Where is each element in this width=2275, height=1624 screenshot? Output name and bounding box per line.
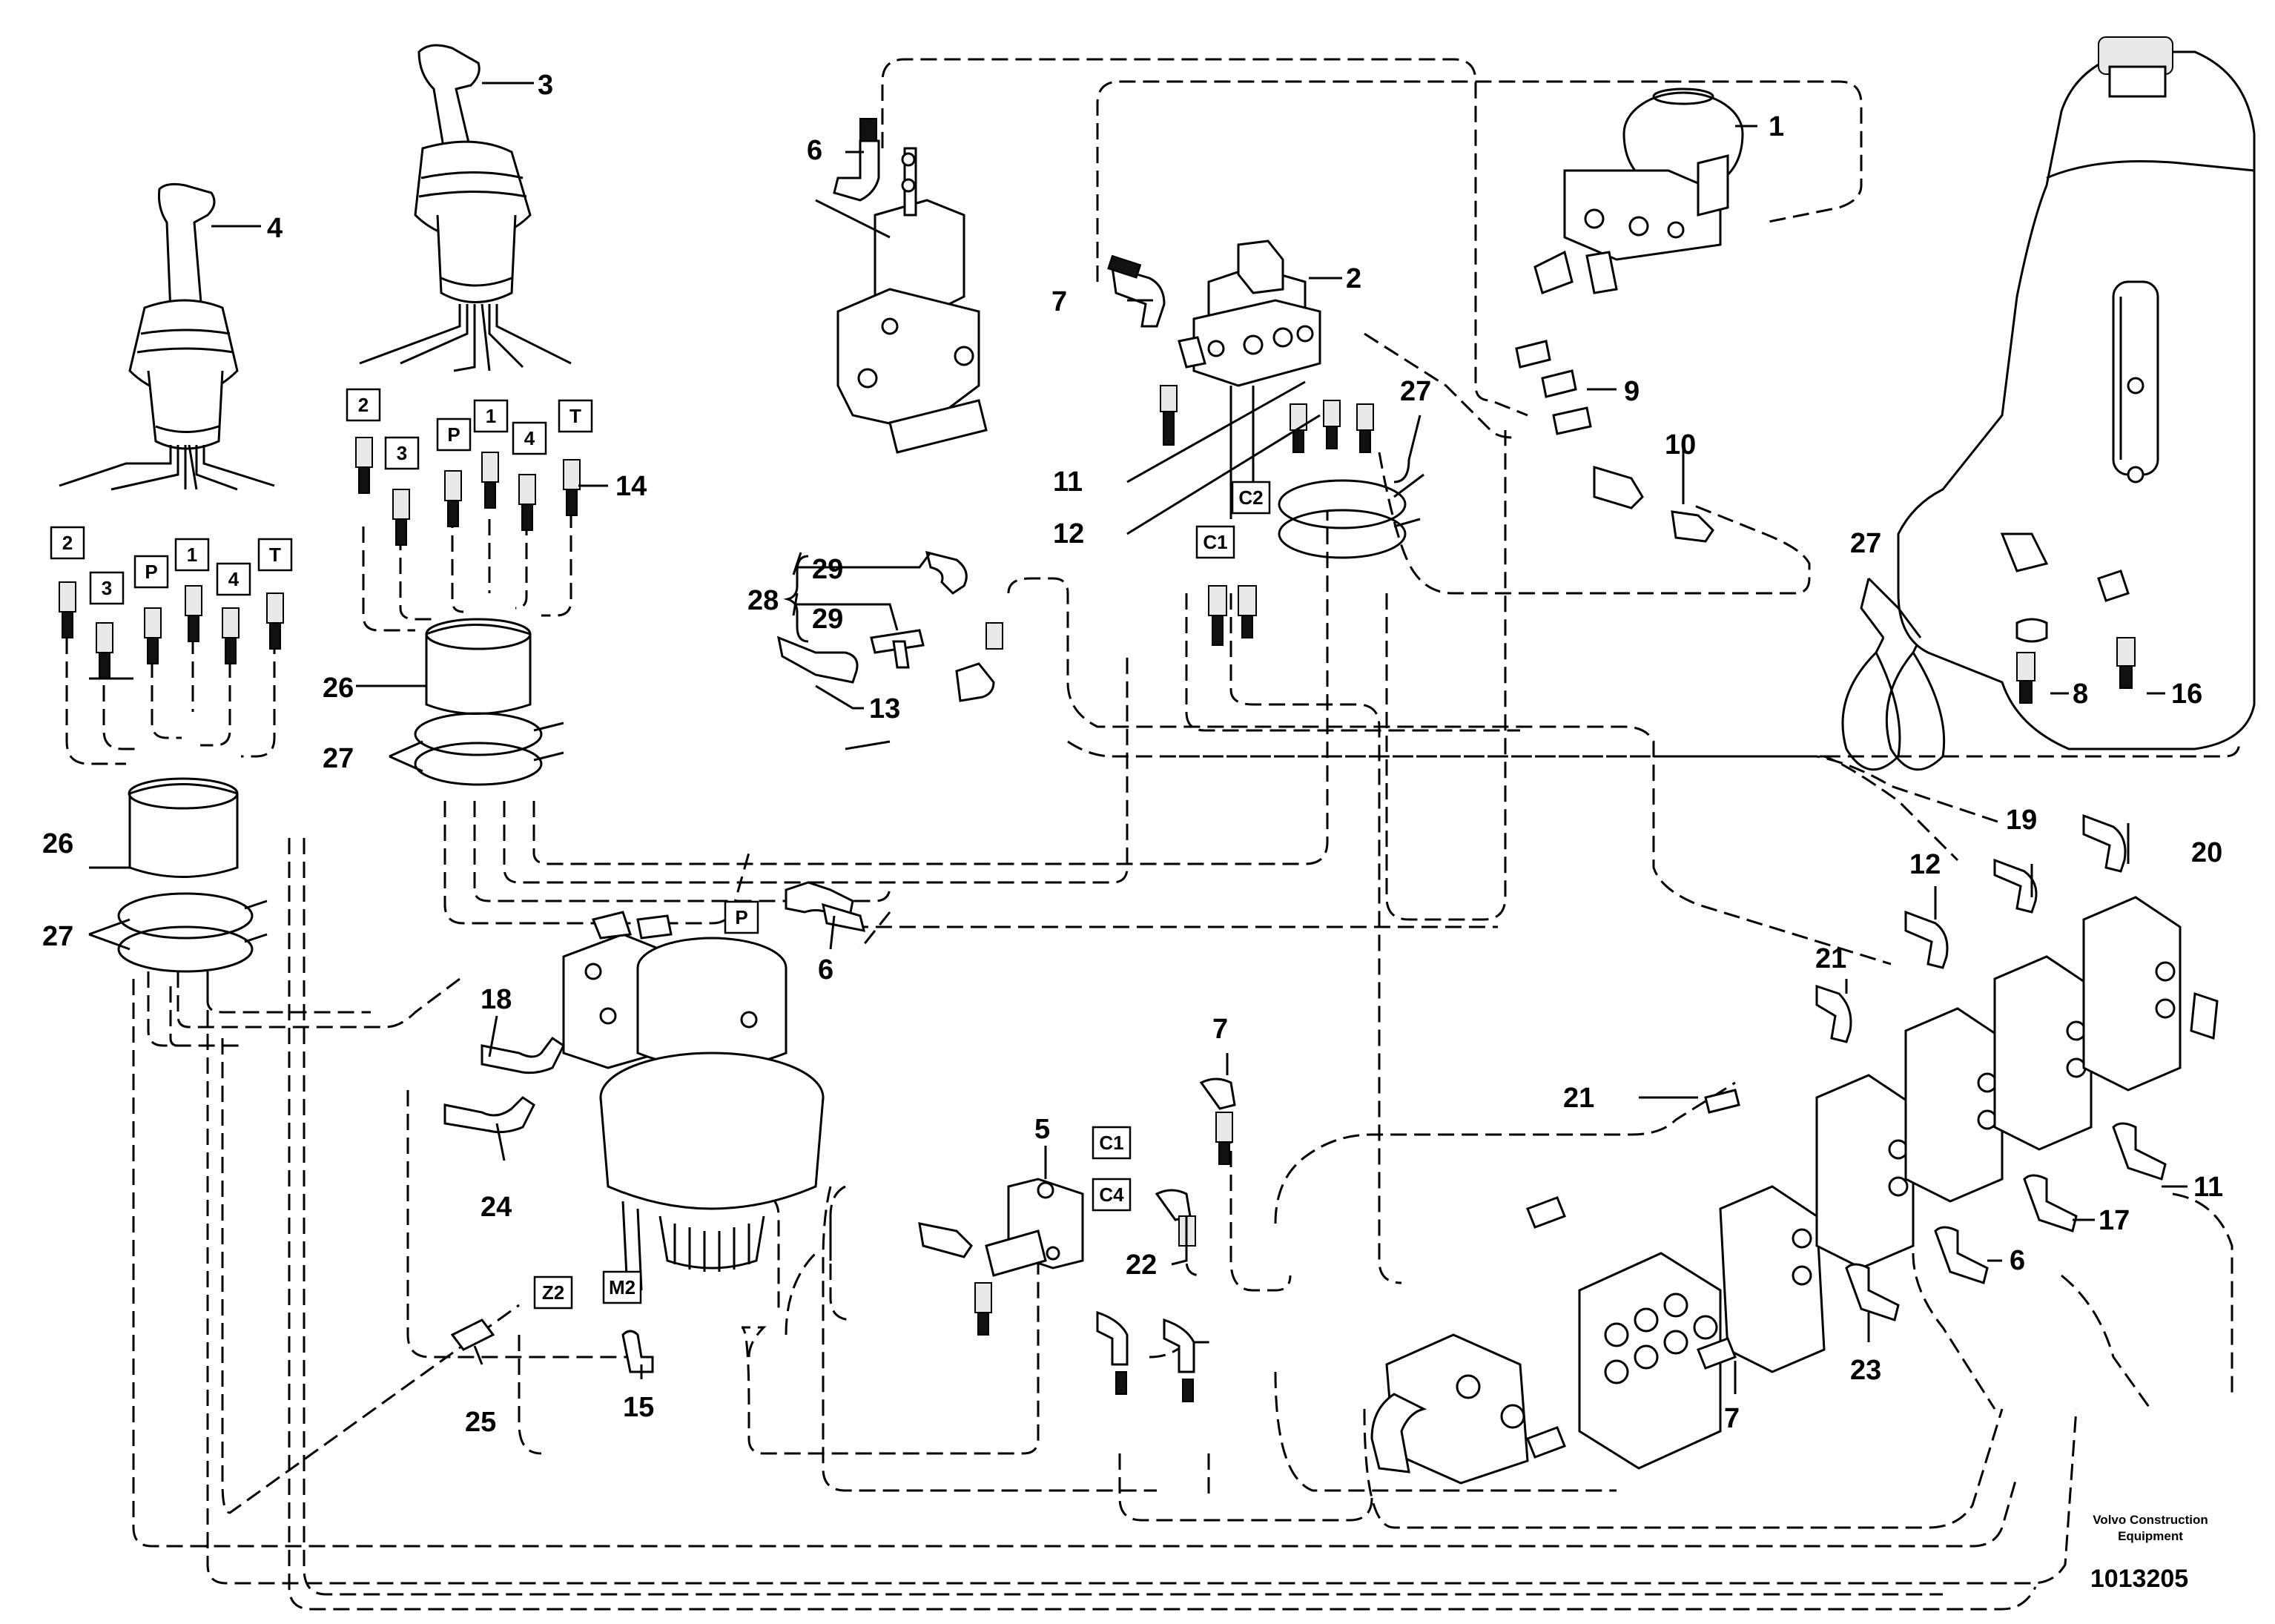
left-joystick [59,182,275,491]
callout-11a: 11 [1053,466,1083,498]
callout-6b: 6 [818,954,833,986]
port-tag-c1a: C1 [1203,531,1227,553]
callout-29a: 29 [812,554,843,585]
callout-12a: 12 [1053,518,1084,549]
callout-27c: 27 [1400,376,1431,407]
callout-21a: 21 [1815,943,1846,974]
bracket-28 [783,555,809,643]
port-tag-r3: 3 [397,442,407,464]
callout-16: 16 [2171,679,2202,710]
port-tag-lt: T [269,544,281,566]
document-number: 1013205 [2090,1565,2188,1593]
callout-15: 15 [623,1392,654,1423]
port-tag-r4: 4 [524,427,535,449]
callout-6c: 6 [2010,1245,2025,1276]
port-tag-l1: 1 [187,544,197,566]
port-tag-rt: T [569,405,581,427]
swing-motor [562,911,825,1291]
callout-10: 10 [1665,429,1696,461]
callout-27a: 27 [42,921,73,952]
port-tag-lp: P [145,561,157,583]
fittings [59,118,2167,1459]
port-tag-p: P [735,906,747,928]
callout-24: 24 [481,1192,512,1223]
accumulator-block [1533,88,1744,294]
control-valve-stack [1370,896,2219,1485]
callout-7b: 7 [1212,1014,1228,1045]
callout-25: 25 [465,1407,496,1438]
right-joystick [359,44,572,372]
callout-22: 22 [1126,1250,1157,1281]
guard-right [425,618,532,715]
port-tag-z2: Z2 [542,1281,564,1304]
guard-left [128,777,239,878]
callout-17: 17 [2099,1205,2130,1236]
callout-27d: 27 [1850,528,1881,559]
callout-28: 28 [747,585,779,616]
hydraulic-tank [1897,36,2256,750]
credit-line-1: Volvo Construction [2093,1513,2208,1527]
callout-1: 1 [1769,111,1784,142]
port-tag-rp: P [447,423,460,446]
callout-23: 23 [1850,1355,1881,1386]
callout-13: 13 [869,693,900,724]
callout-14: 14 [615,471,647,502]
callout-8: 8 [2073,679,2088,710]
leader-lines [88,82,2188,1394]
port-tag-r1: 1 [486,405,496,427]
port-tags: 2 3 P 1 4 T 2 3 P 1 4 T C1 C2 C1 C4 P Z2 [50,388,1271,1310]
title-block: Volvo Construction Equipment 1013205 [2090,1513,2208,1593]
callout-12b: 12 [1909,849,1941,880]
callout-26b: 26 [323,673,354,704]
callout-3: 3 [538,70,553,101]
port-tag-m2: M2 [609,1276,635,1298]
port-tag-l3: 3 [102,577,112,599]
credit-line-2: Equipment [2118,1529,2183,1543]
callout-6a: 6 [807,135,822,166]
clips-left [117,892,268,973]
clips-top [1278,473,1424,559]
solenoid-valve-center [815,147,988,454]
callout-18: 18 [481,984,512,1015]
valve-block-2 [1178,240,1321,519]
callout-19: 19 [2006,805,2037,836]
shuttle-valve-5 [985,1178,1084,1277]
callout-20: 20 [2191,837,2222,868]
callout-7a: 7 [1051,286,1067,317]
callout-5: 5 [1034,1114,1050,1145]
callout-27b: 27 [323,743,354,774]
callout-2: 2 [1346,263,1361,294]
port-tag-r2: 2 [358,394,369,416]
port-tag-l4: 4 [228,568,240,590]
clips-right [414,712,564,786]
port-tag-c4: C4 [1099,1184,1124,1206]
callout-11b: 11 [2193,1172,2223,1203]
port-tag-l2: 2 [62,532,73,554]
callout-21b: 21 [1563,1083,1594,1114]
callout-26a: 26 [42,828,73,859]
callout-29b: 29 [812,604,843,635]
callout-4: 4 [267,213,283,244]
callout-9: 9 [1624,376,1640,407]
clips-tank [1841,637,1946,771]
port-tag-c1b: C1 [1099,1132,1123,1154]
port-tag-c2a: C2 [1238,486,1263,509]
callouts: 1 2 3 4 5 6 6 6 7 7 7 8 9 10 11 11 12 12… [42,70,2223,1438]
callout-7c: 7 [1724,1403,1740,1434]
